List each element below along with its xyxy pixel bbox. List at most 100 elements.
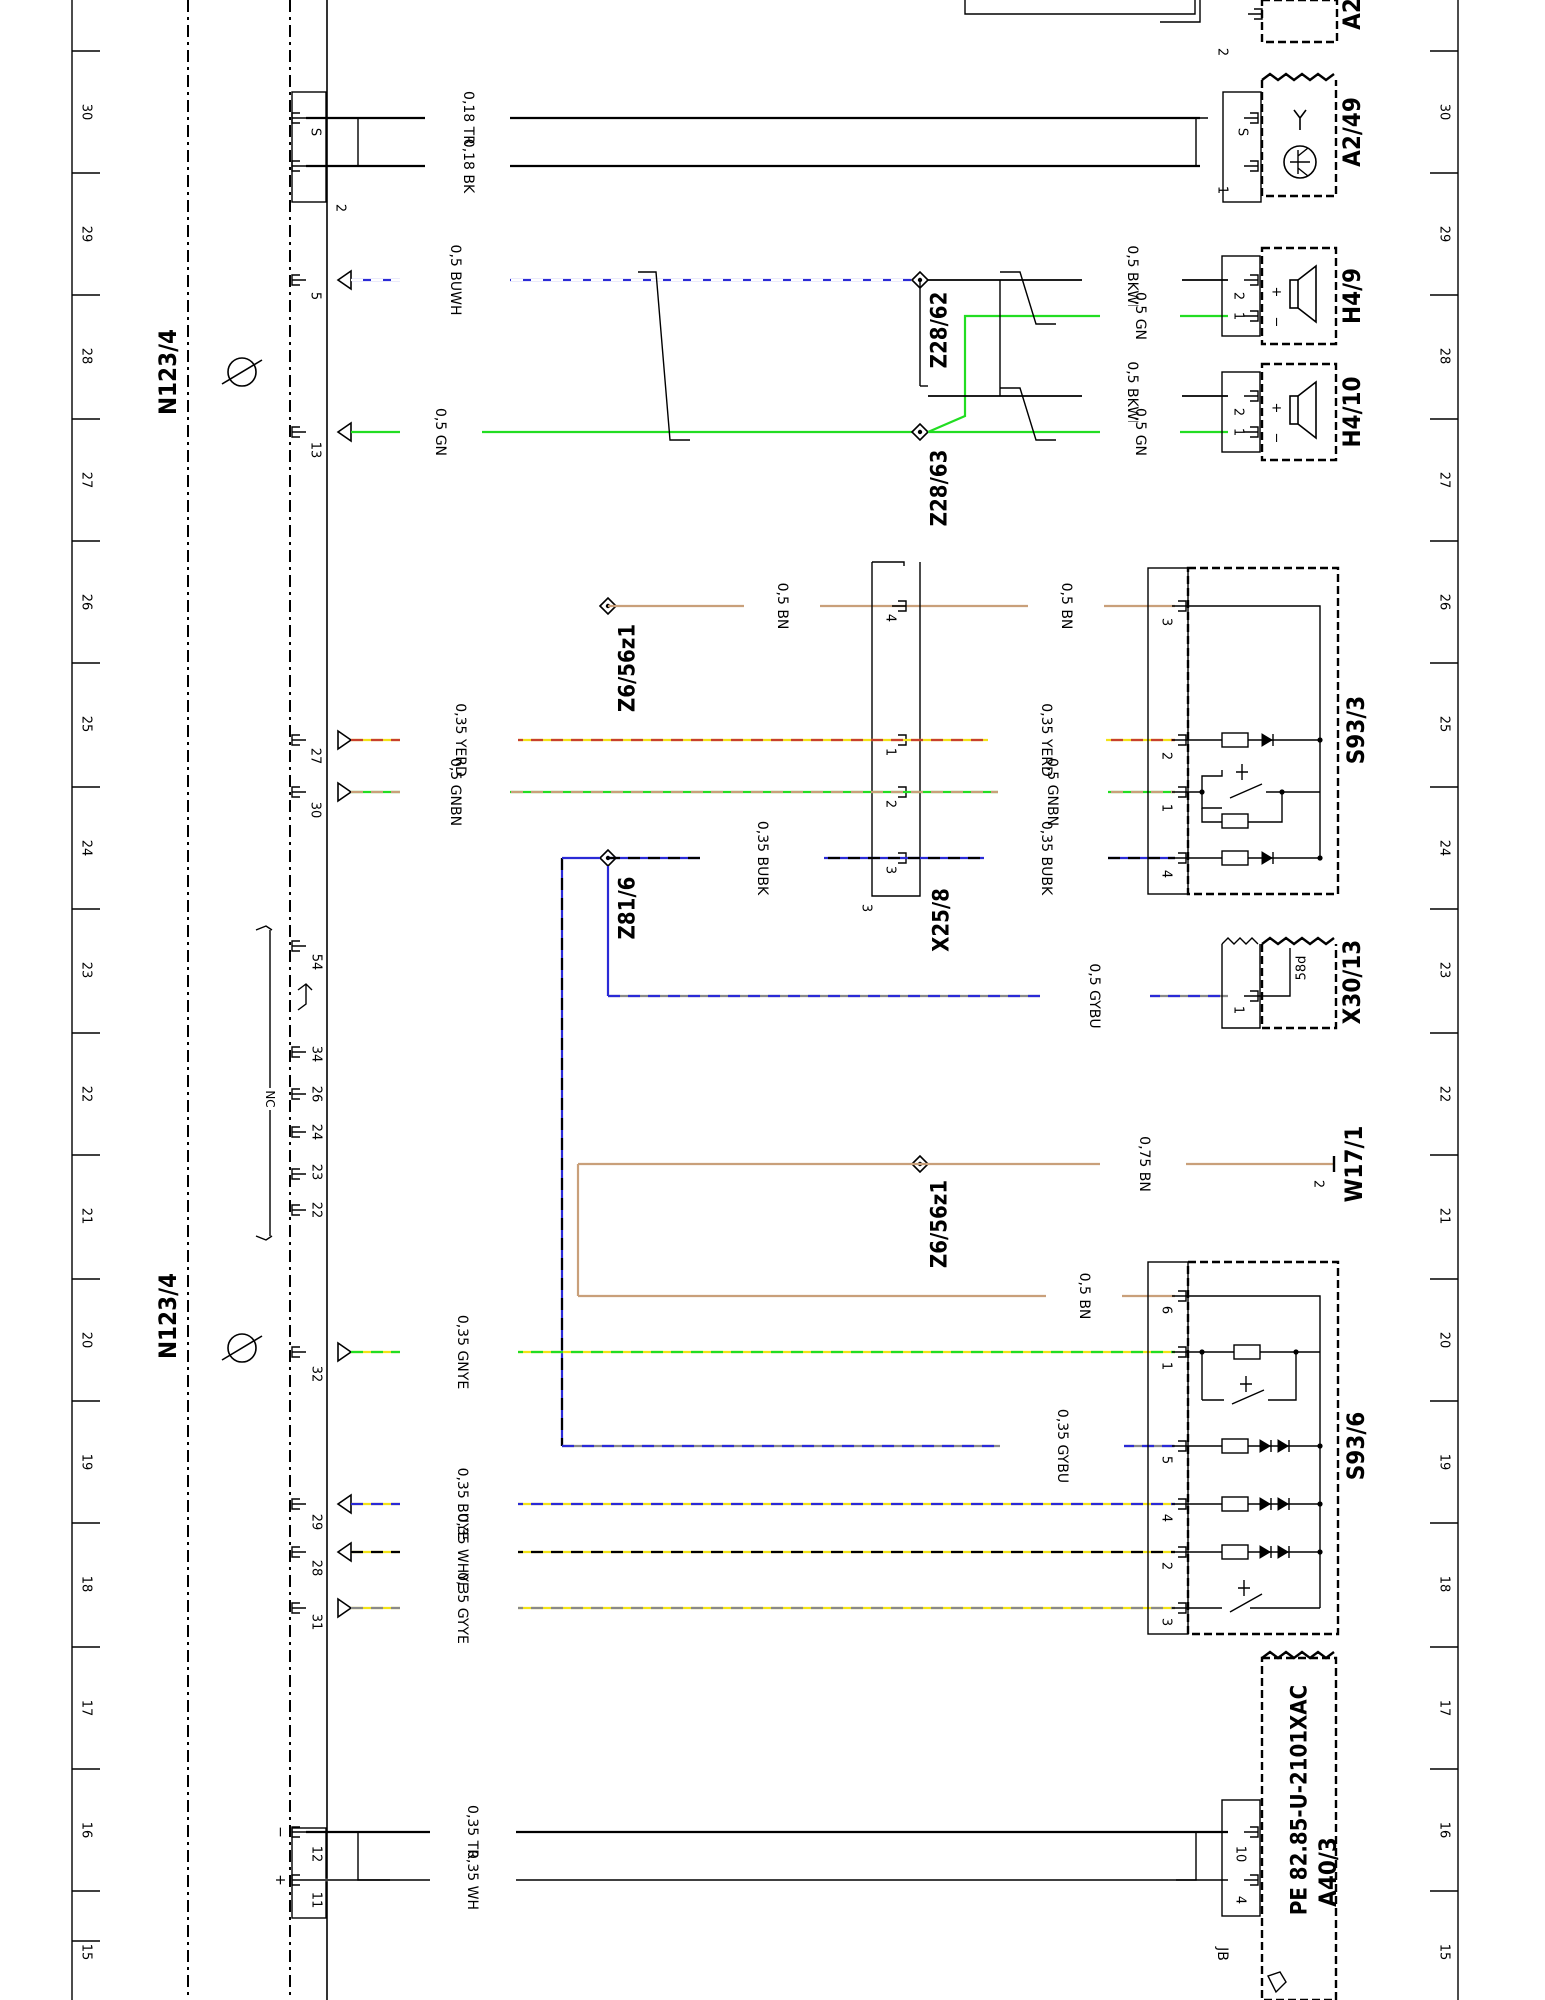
- label-bg: [400, 1598, 518, 1618]
- wire-label-yerd-right: 0,35 YERD: [1038, 703, 1054, 777]
- label-bg: [1100, 306, 1180, 326]
- wire-label-tr-035: 0,35 TR: [464, 1805, 480, 1859]
- transistor-icon-top: [221, 357, 263, 387]
- label-bg: [400, 1494, 518, 1514]
- s933-indicator-led-4: [1186, 850, 1323, 866]
- x258-pin-2: 2: [883, 800, 898, 808]
- pin-contact: [1244, 1874, 1259, 1886]
- pin-contact: [1244, 160, 1259, 172]
- s933-pin-2: 2: [1159, 752, 1174, 760]
- label-bg: [400, 270, 510, 290]
- a249-break: [1261, 72, 1335, 82]
- pin-contact: [1244, 310, 1259, 322]
- n123-pin-29: 29: [309, 1514, 324, 1531]
- a2-pin-2-label: 2: [1215, 48, 1230, 56]
- zone-number-left: 15: [79, 1944, 94, 1961]
- label-bg: [400, 782, 510, 802]
- wire-label-gnbn-left: 0,5 GNBN: [447, 758, 463, 826]
- n123-pin-24: 24: [309, 1124, 324, 1141]
- twisted-pair-marker-left: [638, 271, 690, 441]
- s93-6-box: [1186, 1260, 1340, 1636]
- s936-indicator-led-2: [1186, 1544, 1323, 1560]
- node: [1279, 789, 1285, 795]
- zone-number-left: 27: [79, 472, 94, 489]
- wire-label-gnye: 0,35 GNYE: [454, 1315, 470, 1389]
- zone-number-left: 28: [79, 348, 94, 365]
- label-bg: [400, 1542, 518, 1562]
- s93-6-connector: [1147, 1261, 1189, 1635]
- zone-number-right: 22: [1437, 1086, 1452, 1103]
- pin-contact: [1172, 1498, 1187, 1510]
- wire-label-bn-s936: 0,5 BN: [1076, 1273, 1092, 1320]
- signal-arrow: [336, 269, 352, 291]
- n123-pin-26: 26: [309, 1086, 324, 1103]
- n123-label-bottom: N123/4: [154, 1273, 182, 1359]
- zone-number-right: 25: [1437, 716, 1452, 733]
- a403-jb-label: JB: [1214, 1946, 1230, 1961]
- pin-contact: [1244, 274, 1259, 286]
- speaker-h410: [1221, 362, 1338, 462]
- wire-label-bn-075: 0,75 BN: [1136, 1136, 1152, 1192]
- s936-label: S93/6: [1342, 1412, 1370, 1481]
- s933-common-rail: [1186, 605, 1321, 858]
- s936-pin-1: 1: [1159, 1362, 1174, 1370]
- pin-contact: [1172, 1440, 1187, 1452]
- wire-label-bubk-left: 0,35 BUBK: [754, 821, 770, 896]
- wire-label-gnbn-right: 0,5 GNBN: [1044, 758, 1060, 826]
- wire-label-018-tr: 0,18 TR: [460, 91, 476, 145]
- pin-contact: [1172, 786, 1187, 798]
- n123-label-top: N123/4: [154, 329, 182, 415]
- label-bg: [1040, 986, 1150, 1006]
- pin-contact: [1172, 600, 1187, 612]
- zone-number-right: 17: [1437, 1700, 1452, 1717]
- n123-pin-23: 23: [309, 1164, 324, 1181]
- pin-contact: [291, 1126, 306, 1138]
- pin-contact: [291, 1498, 306, 1510]
- s936-indicator-led-5: [1186, 1438, 1323, 1454]
- x30-13-break: [1221, 937, 1259, 945]
- x3013-inner-line: [1258, 948, 1291, 997]
- label-bg: [1100, 422, 1180, 442]
- x30-13-break-2: [1261, 936, 1335, 946]
- wire-label-whye: 0,35 WHYE: [454, 1513, 470, 1590]
- wire-label-bubk-right: 0,35 BUBK: [1038, 821, 1054, 896]
- zone-number-right: 15: [1437, 1944, 1452, 1961]
- wire-label-gn-left: 0,5 GN: [432, 408, 448, 456]
- a2-wire-stub: [964, 0, 1196, 15]
- label-bg: [400, 730, 518, 750]
- x258-pin-1: 1: [883, 748, 898, 756]
- wire-label-bkwh-h410: 0,5 BKWH: [1124, 361, 1140, 430]
- h49-minus: −: [1269, 317, 1284, 328]
- a2-wire-stub-2: [1160, 0, 1201, 23]
- h410-minus: −: [1269, 433, 1284, 444]
- zone-number-right: 21: [1437, 1208, 1452, 1225]
- label-bg: [1000, 1436, 1124, 1456]
- s933-resistor: [1221, 813, 1249, 829]
- zone-number-left: 26: [79, 594, 94, 611]
- a40-plus-label: +: [272, 1874, 288, 1886]
- pin-contact: [291, 1046, 306, 1058]
- label-bg: [262, 1088, 278, 1110]
- node: [1293, 1349, 1299, 1355]
- pin-contact: [1172, 734, 1187, 746]
- w171-label: W17/1: [1340, 1126, 1368, 1203]
- x258-pin-3: 3: [883, 866, 898, 874]
- junction-label-z6-56z1-top: Z6/56z1: [616, 624, 641, 712]
- zone-number-left: 30: [79, 104, 94, 121]
- s936-switch-3: [1186, 1580, 1320, 1613]
- zone-number-left: 24: [79, 840, 94, 857]
- wire-label-gybu-035: 0,35 GYBU: [1054, 1409, 1070, 1483]
- zone-number-right: 18: [1437, 1576, 1452, 1593]
- s933-label: S93/3: [1342, 696, 1370, 765]
- label-bg: [1082, 270, 1182, 290]
- pin-contact: [1244, 990, 1259, 1002]
- s933-indicator-led-1: [1186, 732, 1323, 748]
- wire-label-buwh: 0,5 BUWH: [447, 245, 463, 316]
- zone-number-left: 16: [79, 1822, 94, 1839]
- n123-pin-22: 22: [309, 1202, 324, 1219]
- zone-number-right: 23: [1437, 962, 1452, 979]
- w171-pin-2: 2: [1311, 1180, 1326, 1188]
- x3013-inner-label: 58d: [1295, 956, 1310, 981]
- n123-pin-11: 11: [309, 1892, 324, 1909]
- wire-label-018-bk: 0,18 BK: [460, 139, 476, 194]
